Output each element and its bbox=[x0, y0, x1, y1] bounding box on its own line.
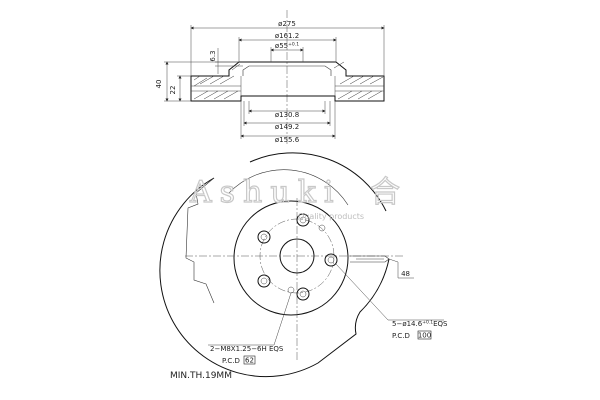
hole-spec-suffix: EQS bbox=[433, 320, 448, 328]
dim-flange-thickness: 6.3 bbox=[209, 50, 217, 61]
dim-center-bore: ø55+0.1 bbox=[275, 42, 299, 51]
disc-outer-outline bbox=[159, 177, 390, 378]
dim-outer-diameter: ø275 bbox=[278, 20, 296, 28]
hat-circle bbox=[233, 200, 349, 316]
lug-hole-inner bbox=[327, 256, 335, 264]
watermark-tagline: Quality products bbox=[298, 212, 364, 221]
dim-center-bore-tol: +0.1 bbox=[288, 42, 299, 48]
hole-spec: 5−ø14.6+0.1EQS bbox=[392, 320, 448, 329]
dim-height: 40 bbox=[155, 80, 163, 89]
thread-hole bbox=[318, 224, 326, 232]
section-hatching bbox=[193, 61, 384, 100]
watermark-brand-mark: 合 bbox=[370, 175, 400, 210]
leader-holes bbox=[335, 263, 389, 321]
thread-pcd-value: 62 bbox=[245, 357, 254, 365]
thread-hole bbox=[287, 286, 295, 294]
hole-pcd-value: 100 bbox=[418, 332, 431, 340]
watermark-brand: Ashuki bbox=[189, 175, 341, 210]
lug-hole-inner bbox=[299, 290, 307, 298]
lug-hole bbox=[257, 274, 271, 288]
min-thickness: MIN.TH.19MM bbox=[170, 371, 232, 381]
braking-surface-inner bbox=[228, 169, 349, 206]
front-view: 48 5−ø14.6+0.1EQS P.C.D 100 2−M8X1.25−6H… bbox=[159, 152, 448, 381]
dim-inner-diameter-2: ø149.2 bbox=[275, 123, 299, 131]
lug-hole-inner bbox=[299, 216, 307, 224]
dim-hat-diameter: ø161.2 bbox=[275, 32, 299, 40]
leader-vents bbox=[388, 258, 399, 263]
watermark: Ashuki 合 Quality products bbox=[188, 174, 400, 221]
cutaway-edge bbox=[185, 177, 215, 304]
hole-spec-tol: +0.1 bbox=[422, 320, 433, 326]
hat-inner-line bbox=[242, 65, 332, 76]
lug-hole bbox=[324, 253, 338, 267]
vent-count: 48 bbox=[401, 270, 410, 278]
lug-holes bbox=[257, 213, 338, 301]
dim-thickness: 22 bbox=[169, 86, 177, 95]
thread-pcd-box bbox=[243, 355, 256, 365]
lug-hole-inner bbox=[260, 277, 268, 285]
lug-hole bbox=[296, 213, 310, 227]
lug-hole-inner bbox=[260, 233, 268, 241]
dim-inner-diameter-1: ø130.8 bbox=[275, 111, 299, 119]
side-view: ø275 ø161.2 ø55+0.1 6.3 40 22 ø130.8 bbox=[155, 10, 385, 146]
dim-inner-diameter-3: ø155.6 bbox=[275, 136, 300, 144]
lug-hole bbox=[257, 230, 271, 244]
hole-pcd-label: P.C.D bbox=[392, 332, 410, 340]
disc-outer-outline-top bbox=[249, 152, 387, 212]
thread-spec: 2−M8X1.25−6H EQS bbox=[210, 345, 284, 353]
leader-threads bbox=[273, 292, 292, 346]
hole-pcd-box bbox=[417, 330, 432, 340]
lug-hole bbox=[296, 287, 310, 301]
thread-pcd-label: P.C.D bbox=[222, 357, 240, 365]
